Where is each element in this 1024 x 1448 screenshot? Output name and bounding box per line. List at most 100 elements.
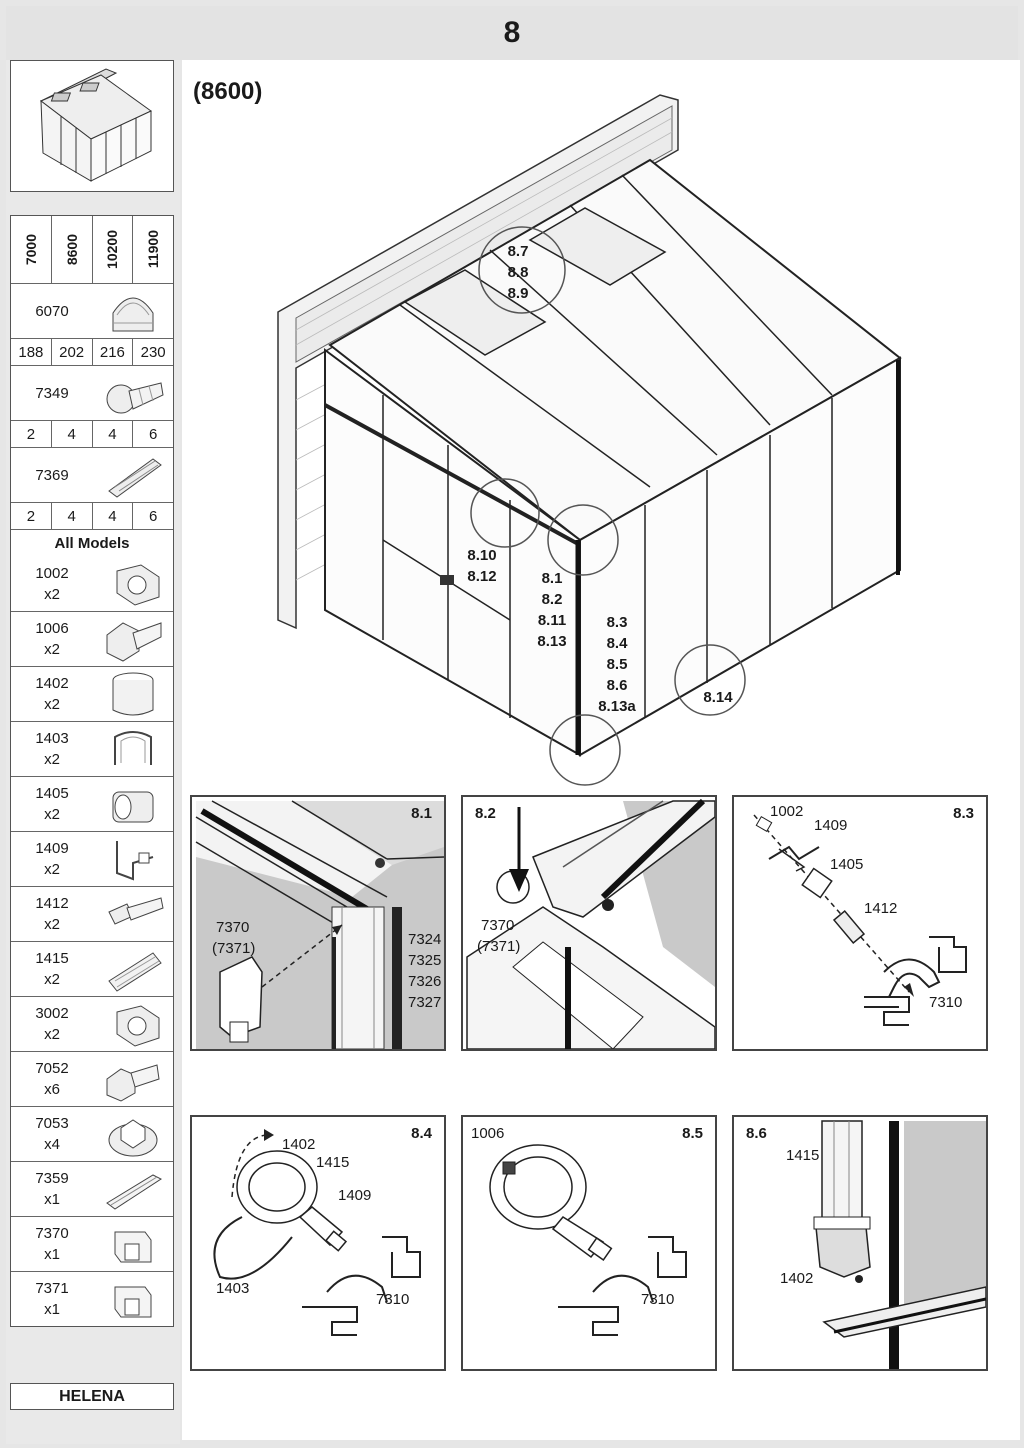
hex-nut-icon bbox=[116, 564, 160, 606]
clip-ring-icon bbox=[114, 731, 152, 765]
part-label: (7371) bbox=[212, 940, 256, 957]
all-models-row: All Models bbox=[11, 529, 173, 556]
flange-nut-icon bbox=[108, 1119, 158, 1157]
detail-panel-8-1: 8.1 7370 (7371) 7324 7325 7326 7327 bbox=[190, 795, 446, 1051]
part-label: 7370 bbox=[216, 919, 250, 936]
part-quantity: x2 bbox=[44, 585, 60, 603]
bolt-icon bbox=[106, 382, 164, 414]
detail-number: 8.2 bbox=[475, 805, 496, 822]
callout-text: 8.5 bbox=[606, 656, 628, 673]
callout-corner-bottom: 8.3 8.4 8.5 8.6 8.13a bbox=[594, 612, 640, 717]
part-label: 7327 bbox=[408, 994, 442, 1011]
callout-side: 8.14 bbox=[698, 687, 738, 708]
callout-text: 8.4 bbox=[606, 635, 628, 652]
detail-panel-8-5: 8.5 1006 7310 bbox=[461, 1115, 717, 1371]
part-row: 7052 x6 bbox=[11, 1051, 173, 1106]
cap-nut-icon bbox=[112, 297, 154, 332]
part-row: 6070 bbox=[11, 283, 173, 338]
detail-drawing bbox=[753, 814, 967, 1026]
part-quantity: x4 bbox=[44, 1136, 60, 1153]
part-code: 7052 bbox=[35, 1060, 69, 1077]
step-number: 8 bbox=[503, 16, 521, 49]
part-quantity: x2 bbox=[44, 916, 60, 933]
quantity: 202 bbox=[50, 339, 92, 365]
detail-number: 8.1 bbox=[411, 805, 432, 822]
model-code: 10200 bbox=[104, 230, 121, 269]
detail-number: 8.6 bbox=[746, 1125, 767, 1142]
model-code: 7000 bbox=[22, 233, 39, 266]
part-code: 7359 bbox=[35, 1170, 69, 1187]
part-quantity: x2 bbox=[44, 1026, 60, 1043]
part-quantity: x1 bbox=[44, 1246, 60, 1263]
part-quantity: x2 bbox=[44, 861, 60, 878]
detail-drawing bbox=[489, 1144, 687, 1336]
bracket-icon bbox=[116, 841, 154, 881]
model-code: 8600 bbox=[63, 233, 80, 266]
callout-text: 8.3 bbox=[606, 614, 628, 631]
callout-door: 8.10 8.12 bbox=[462, 545, 502, 587]
part-code: 3002 bbox=[35, 1005, 69, 1022]
quantity: 216 bbox=[91, 339, 133, 365]
hex-screw-icon bbox=[106, 1064, 160, 1102]
part-label: 7310 bbox=[641, 1291, 675, 1308]
part-code: 1402 bbox=[35, 675, 69, 692]
part-row: 7349 bbox=[11, 365, 173, 420]
callout-text: 8.1 bbox=[541, 570, 563, 587]
model-name: HELENA bbox=[10, 1383, 174, 1410]
quantity-row: 2 4 4 6 bbox=[11, 420, 173, 447]
part-quantity: x6 bbox=[44, 1081, 60, 1098]
part-row: 1405 x2 bbox=[11, 776, 173, 831]
callout-text: 8.9 bbox=[507, 285, 529, 302]
corner-clip-icon bbox=[114, 1286, 152, 1318]
all-models-label: All Models bbox=[54, 534, 130, 552]
part-code: 7369 bbox=[35, 466, 69, 484]
quantity: 4 bbox=[50, 421, 92, 447]
part-quantity: x2 bbox=[44, 806, 60, 823]
detail-panel-8-4: 8.4 1402 1415 1409 1403 7310 bbox=[190, 1115, 446, 1371]
part-quantity: x2 bbox=[44, 751, 60, 768]
callout-text: 8.13a bbox=[598, 698, 636, 715]
threaded-rod-icon bbox=[108, 897, 164, 925]
greenhouse-thumbnail-icon bbox=[39, 68, 152, 182]
callout-text: 8.11 bbox=[537, 612, 567, 629]
part-code: 1415 bbox=[35, 950, 69, 967]
greenhouse-thumbnail bbox=[10, 60, 174, 192]
part-code: 1405 bbox=[35, 785, 69, 802]
callout-text: 8.10 bbox=[467, 547, 497, 564]
nut-cylinder-icon bbox=[112, 791, 154, 823]
part-code: 1409 bbox=[35, 840, 69, 857]
part-label: 1405 bbox=[830, 856, 864, 873]
quantity: 6 bbox=[132, 421, 173, 447]
part-code: 7371 bbox=[35, 1280, 69, 1297]
detail-panel-8-6: 8.6 1415 1402 bbox=[732, 1115, 988, 1371]
part-label: 1402 bbox=[282, 1136, 316, 1153]
part-row: 1402 x2 bbox=[11, 666, 173, 721]
part-label: 1409 bbox=[338, 1187, 372, 1204]
callout-text: 8.13 bbox=[537, 633, 567, 650]
model-code: 11900 bbox=[145, 230, 162, 269]
part-label: 7325 bbox=[408, 952, 442, 969]
detail-number: 8.5 bbox=[682, 1125, 703, 1142]
part-row: 7053 x4 bbox=[11, 1106, 173, 1161]
part-label: (7371) bbox=[477, 938, 521, 955]
part-label: 1403 bbox=[216, 1280, 250, 1297]
sleeve-icon bbox=[112, 672, 154, 716]
part-code: 7053 bbox=[35, 1115, 69, 1132]
part-row: 3002 x2 bbox=[11, 996, 173, 1051]
part-label: 1415 bbox=[316, 1154, 350, 1171]
part-row: 1409 x2 bbox=[11, 831, 173, 886]
callout-text: 8.12 bbox=[467, 568, 497, 585]
connector-icon bbox=[108, 458, 162, 498]
quantity: 2 bbox=[26, 425, 36, 443]
part-label: 1409 bbox=[814, 817, 848, 834]
corner-clip-icon bbox=[114, 1231, 152, 1263]
quantity-row: 2 4 4 6 bbox=[11, 502, 173, 529]
part-code: 7370 bbox=[35, 1225, 69, 1242]
part-quantity: x2 bbox=[44, 696, 60, 713]
part-label: 1415 bbox=[786, 1147, 820, 1164]
part-row: 7370 x1 bbox=[11, 1216, 173, 1271]
hex-nut-icon bbox=[116, 1005, 160, 1047]
